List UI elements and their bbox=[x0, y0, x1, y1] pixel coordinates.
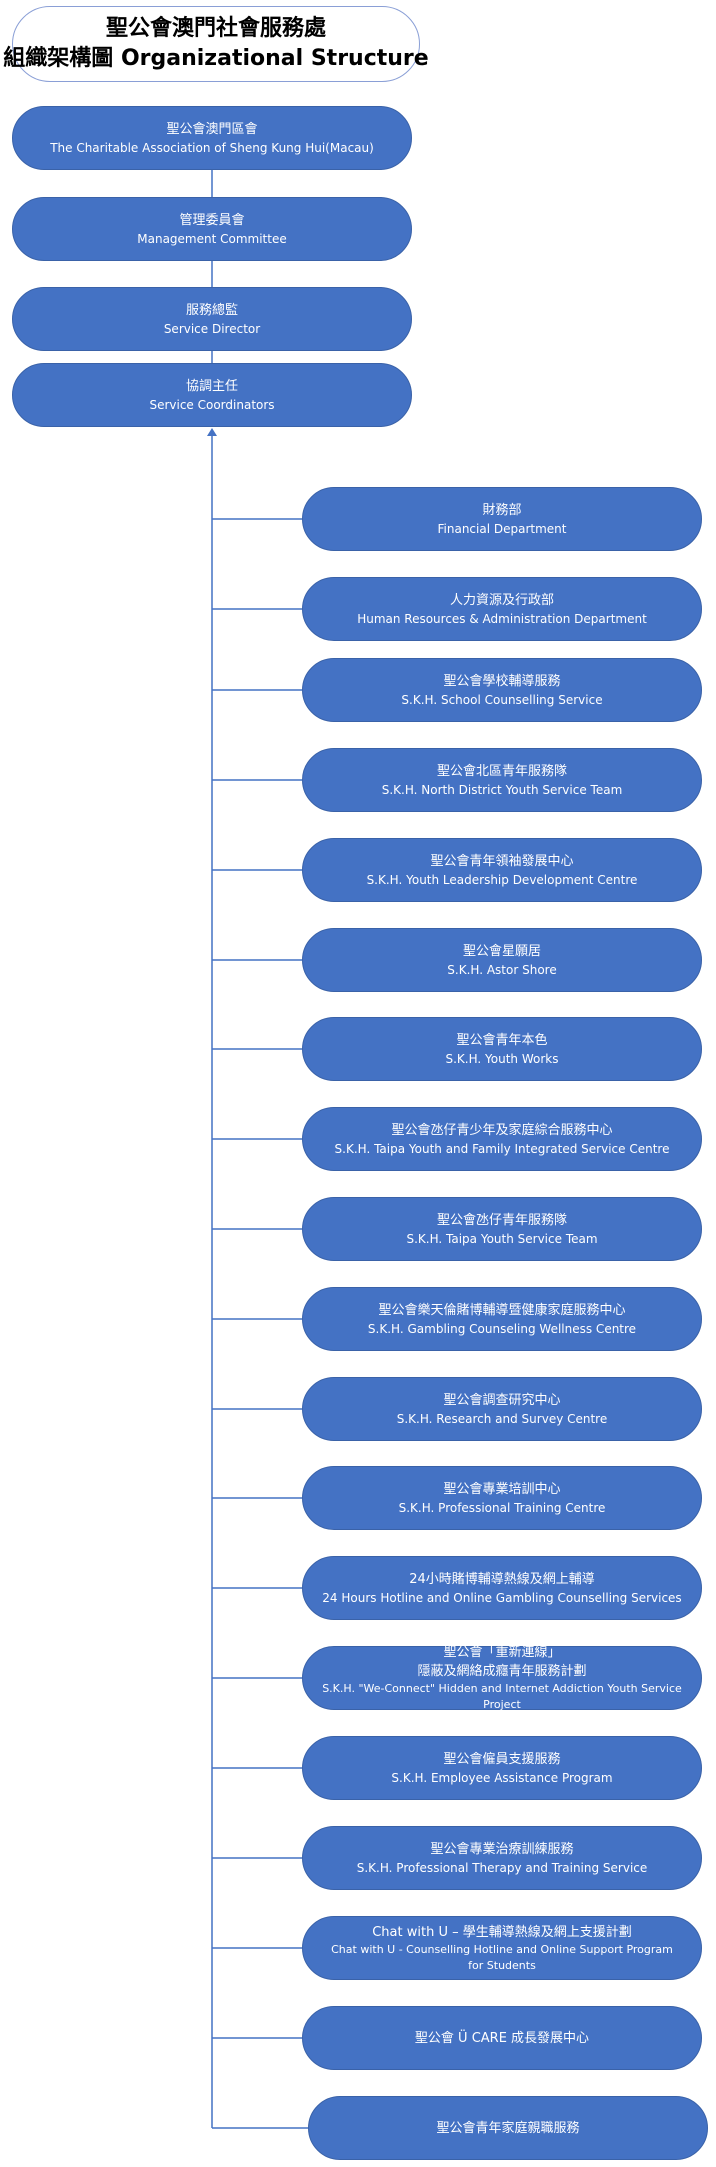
unit-node-line: S.K.H. Employee Assistance Program bbox=[391, 1770, 613, 1785]
unit-node-18: 聖公會青年家庭親職服務 bbox=[308, 2096, 708, 2160]
hierarchy-node-zh: 協調主任 bbox=[185, 378, 238, 394]
unit-node-line: S.K.H. Research and Survey Centre bbox=[396, 1411, 608, 1426]
unit-node-11: 聖公會專業培訓中心 S.K.H. Professional Training Ce… bbox=[302, 1466, 702, 1530]
unit-node-line: 隱蔽及網絡成癮青年服務計劃 bbox=[417, 1664, 587, 1679]
unit-node-10: 聖公會調查研究中心 S.K.H. Research and Survey Cent… bbox=[302, 1377, 702, 1441]
unit-node-line: 聖公會專業培訓中心 bbox=[443, 1481, 561, 1497]
unit-node-line: S.K.H. Taipa Youth and Family Integrated… bbox=[334, 1141, 670, 1156]
title-line-2: 組織架構圖 Organizational Structure bbox=[3, 46, 429, 71]
unit-node-line: S.K.H. Professional Training Centre bbox=[398, 1500, 606, 1515]
chart-title: 聖公會澳門社會服務處 組織架構圖 Organizational Structur… bbox=[3, 6, 429, 82]
hierarchy-node-zh: 聖公會澳門區會 bbox=[166, 121, 258, 137]
unit-node-17: 聖公會 Ü CARE 成長發展中心 bbox=[302, 2006, 702, 2070]
hierarchy-node-en: Service Coordinators bbox=[149, 397, 275, 412]
unit-node-line: 聖公會「重新連線」 bbox=[443, 1645, 561, 1660]
unit-node-line: 人力資源及行政部 bbox=[449, 592, 554, 608]
hierarchy-node-1: 管理委員會 Management Committee bbox=[12, 197, 412, 261]
hierarchy-node-en: The Charitable Association of Sheng Kung… bbox=[50, 140, 374, 155]
unit-node-16: Chat with U – 學生輔導熱線及網上支援計劃 Chat with U -… bbox=[302, 1916, 702, 1980]
arrow-up-icon bbox=[207, 428, 217, 436]
unit-node-4: 聖公會青年領袖發展中心 S.K.H. Youth Leadership Devel… bbox=[302, 838, 702, 902]
unit-node-8: 聖公會氹仔青年服務隊 S.K.H. Taipa Youth Service Tea… bbox=[302, 1197, 702, 1261]
unit-node-7: 聖公會氹仔青少年及家庭綜合服務中心 S.K.H. Taipa Youth and … bbox=[302, 1107, 702, 1171]
unit-node-15: 聖公會專業治療訓練服務 S.K.H. Professional Therapy a… bbox=[302, 1826, 702, 1890]
unit-node-13: 聖公會「重新連線」隱蔽及網絡成癮青年服務計劃 S.K.H. "We-Connect… bbox=[302, 1645, 702, 1711]
unit-node-14: 聖公會僱員支援服務 S.K.H. Employee Assistance Prog… bbox=[302, 1736, 702, 1800]
hierarchy-node-zh: 服務總監 bbox=[185, 302, 238, 318]
hierarchy-node-en: Management Committee bbox=[137, 231, 287, 246]
unit-node-line: S.K.H. Professional Therapy and Training… bbox=[356, 1860, 648, 1875]
unit-node-line: 24 Hours Hotline and Online Gambling Cou… bbox=[322, 1590, 682, 1605]
unit-node-line: 聖公會調查研究中心 bbox=[443, 1392, 561, 1408]
unit-node-line: 聖公會氹仔青少年及家庭綜合服務中心 bbox=[391, 1122, 613, 1138]
unit-node-5: 聖公會星願居 S.K.H. Astor Shore bbox=[302, 928, 702, 992]
unit-node-line: 聖公會 Ü CARE 成長發展中心 bbox=[414, 2030, 590, 2046]
unit-node-line: S.K.H. Youth Leadership Development Cent… bbox=[366, 872, 638, 887]
unit-node-line: 聖公會星願居 bbox=[462, 943, 541, 959]
unit-node-line: 聖公會學校輔導服務 bbox=[443, 673, 561, 689]
unit-node-line: Financial Department bbox=[437, 521, 567, 536]
unit-node-line: S.K.H. Taipa Youth Service Team bbox=[406, 1231, 598, 1246]
unit-node-line: 財務部 bbox=[482, 502, 522, 518]
unit-node-12: 24小時賭博輔導熱線及網上輔導 24 Hours Hotline and Onli… bbox=[302, 1556, 702, 1620]
hierarchy-node-2: 服務總監 Service Director bbox=[12, 287, 412, 351]
unit-node-line: Chat with U – 學生輔導熱線及網上支援計劃 bbox=[372, 1924, 632, 1940]
unit-node-3: 聖公會北區青年服務隊 S.K.H. North District Youth Se… bbox=[302, 748, 702, 812]
unit-node-2: 聖公會學校輔導服務 S.K.H. School Counselling Servi… bbox=[302, 658, 702, 722]
unit-node-line: 聖公會青年領袖發展中心 bbox=[430, 853, 574, 869]
unit-node-line: S.K.H. Youth Works bbox=[445, 1051, 559, 1066]
unit-node-6: 聖公會青年本色 S.K.H. Youth Works bbox=[302, 1017, 702, 1081]
unit-node-line: S.K.H. Astor Shore bbox=[447, 962, 557, 977]
unit-node-line: S.K.H. School Counselling Service bbox=[401, 692, 603, 707]
hierarchy-node-zh: 管理委員會 bbox=[179, 212, 245, 228]
unit-node-line: 聖公會專業治療訓練服務 bbox=[430, 1841, 574, 1857]
unit-node-line: S.K.H. North District Youth Service Team bbox=[381, 782, 623, 797]
unit-node-1: 人力資源及行政部 Human Resources & Administration… bbox=[302, 577, 702, 641]
unit-node-0: 財務部 Financial Department bbox=[302, 487, 702, 551]
unit-node-line: Chat with U - Counselling Hotline and On… bbox=[331, 1942, 673, 1956]
title-line-1: 聖公會澳門社會服務處 bbox=[105, 16, 326, 41]
unit-node-line: 聖公會樂天倫賭博輔導暨健康家庭服務中心 bbox=[378, 1302, 626, 1318]
unit-node-9: 聖公會樂天倫賭博輔導暨健康家庭服務中心 S.K.H. Gambling Couns… bbox=[302, 1287, 702, 1351]
unit-node-line: 聖公會北區青年服務隊 bbox=[436, 763, 567, 779]
unit-node-line: 聖公會氹仔青年服務隊 bbox=[436, 1212, 567, 1228]
unit-node-line: S.K.H. Gambling Counseling Wellness Cent… bbox=[367, 1321, 637, 1336]
unit-node-line: 聖公會青年本色 bbox=[456, 1032, 548, 1048]
unit-node-line: 聖公會青年家庭親職服務 bbox=[436, 2120, 580, 2136]
unit-node-line: Human Resources & Administration Departm… bbox=[357, 611, 647, 626]
unit-node-line: 24小時賭博輔導熱線及網上輔導 bbox=[409, 1571, 595, 1587]
hierarchy-node-en: Service Director bbox=[163, 321, 261, 336]
hierarchy-node-0: 聖公會澳門區會 The Charitable Association of She… bbox=[12, 106, 412, 170]
unit-node-line: S.K.H. "We-Connect" Hidden and Internet … bbox=[322, 1682, 682, 1711]
unit-node-line: 聖公會僱員支援服務 bbox=[443, 1751, 561, 1767]
hierarchy-node-3: 協調主任 Service Coordinators bbox=[12, 363, 412, 427]
unit-node-line: for Students bbox=[468, 1958, 536, 1972]
